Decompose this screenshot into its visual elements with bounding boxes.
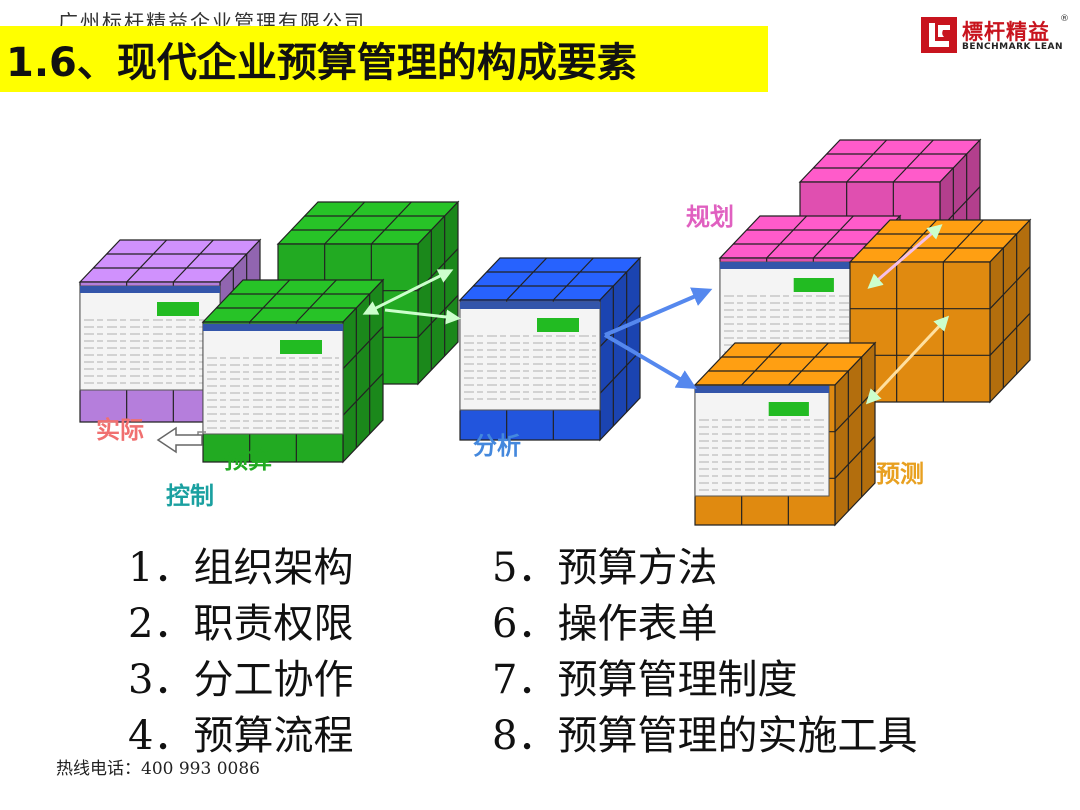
list-item: 1．组织架构 <box>128 540 353 596</box>
blue-cube-sheet-titlebar <box>460 302 600 309</box>
list-item: 7．预算管理制度 <box>492 652 917 708</box>
green-cube-sheet-titlebar <box>203 324 343 331</box>
label-analysis: 分析 <box>473 426 521 461</box>
list-item: 3．分工协作 <box>128 652 353 708</box>
list-item: 2．职责权限 <box>128 596 353 652</box>
orange-cube-sheet-highlight <box>769 402 809 416</box>
list-item: 6．操作表单 <box>492 596 917 652</box>
label-control: 控制 <box>166 476 214 511</box>
list-item: 8．预算管理的实施工具 <box>492 708 917 764</box>
purple-cube-sheet-titlebar <box>80 286 220 293</box>
hotline: 热线电话：400 993 0086 <box>56 754 260 779</box>
green-cube-sheet-highlight <box>280 340 322 354</box>
pink-cube-sheet-titlebar <box>720 262 854 269</box>
elements-left-list: 1．组织架构 2．职责权限 3．分工协作 4．预算流程 <box>128 540 353 764</box>
label-forecast: 预测 <box>876 454 924 489</box>
blue-cube-sheet-highlight <box>537 318 579 332</box>
orange-cube-sheet-titlebar <box>695 386 829 393</box>
label-budget: 预算 <box>224 440 272 475</box>
label-actual: 实际 <box>96 410 144 445</box>
label-planning: 规划 <box>686 197 734 232</box>
pink-cube-sheet-highlight <box>794 278 834 292</box>
list-item: 5．预算方法 <box>492 540 917 596</box>
purple-cube-sheet-highlight <box>157 302 199 316</box>
purple-cube-sheet <box>80 286 220 390</box>
elements-right-list: 5．预算方法 6．操作表单 7．预算管理制度 8．预算管理的实施工具 <box>492 540 917 764</box>
